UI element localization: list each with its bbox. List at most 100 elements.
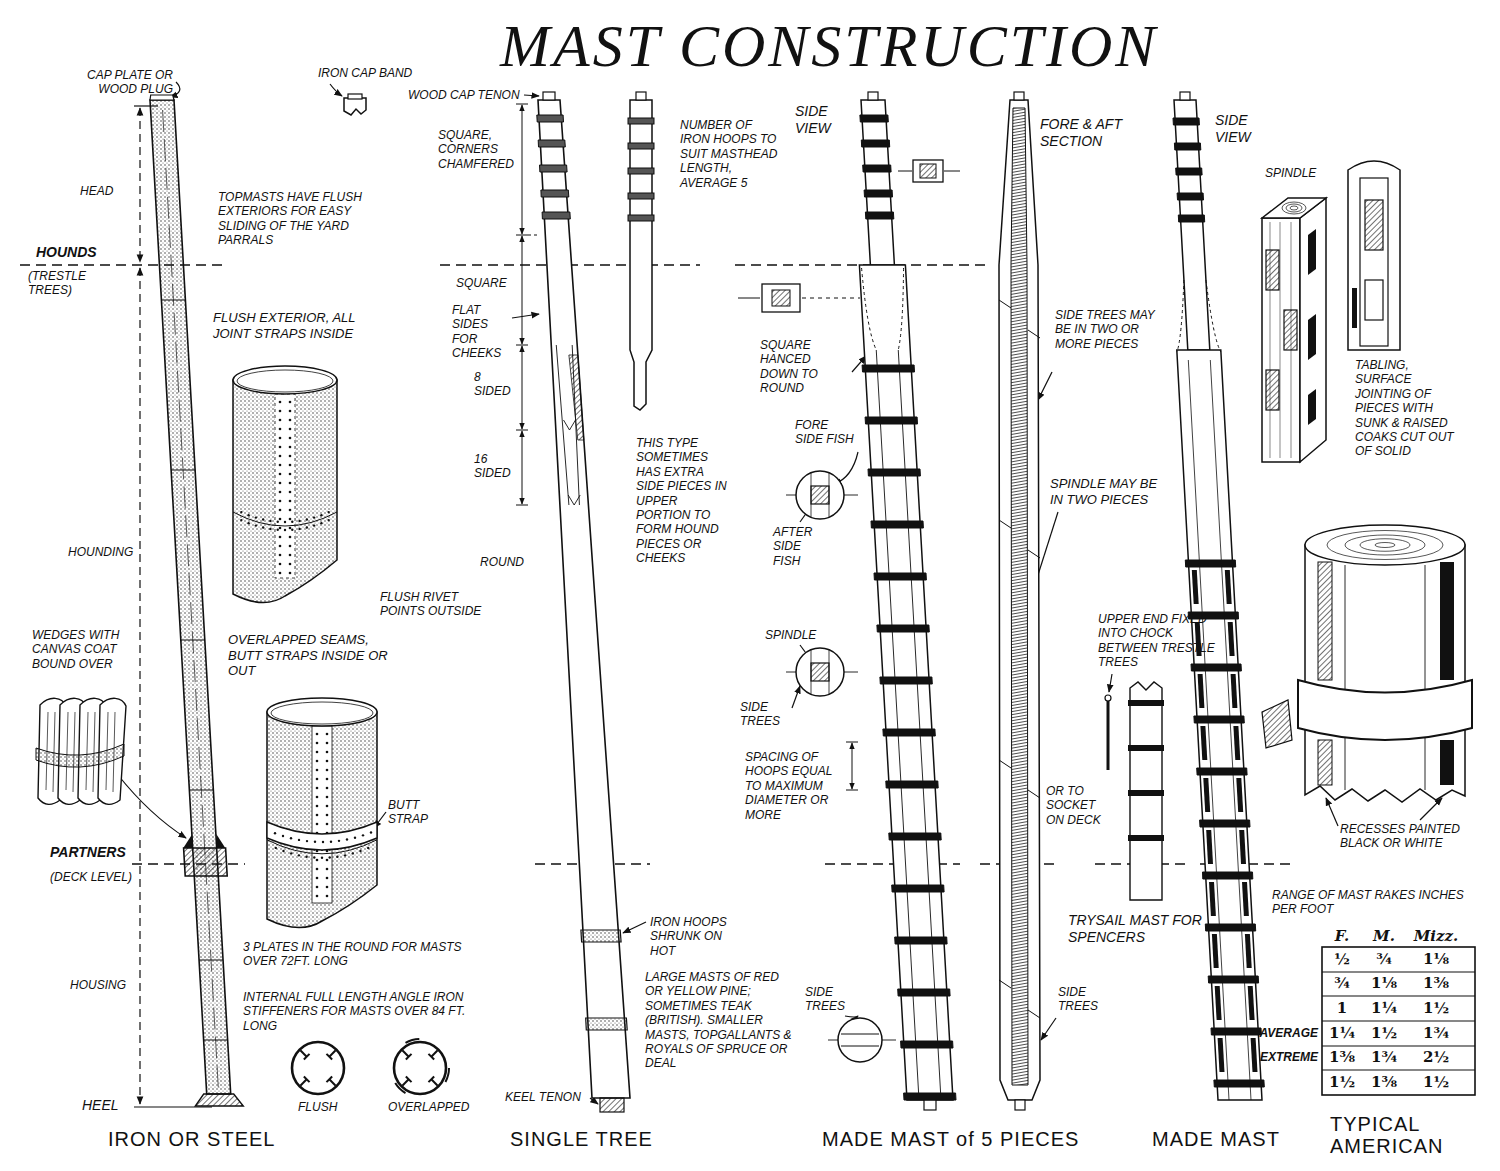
leader-line: [845, 1016, 858, 1017]
table-cell: 1: [1318, 999, 1366, 1017]
rivet: [320, 514, 322, 516]
rivet: [326, 787, 329, 790]
piece-joint: [1345, 565, 1346, 790]
iron-hoop: [628, 193, 654, 199]
rivet: [352, 852, 354, 854]
table-cell: 1½: [1412, 999, 1460, 1017]
angle-stiffener: [431, 1050, 437, 1056]
coak-recess: [1203, 778, 1210, 812]
iron-hoop: [1128, 835, 1164, 841]
part-label: FLUSH: [298, 1100, 337, 1114]
iron-hoop: [883, 729, 935, 736]
part-label: HOUNDS: [36, 244, 97, 261]
spindle-top: [1262, 198, 1326, 218]
rivet: [344, 854, 346, 856]
rivet: [282, 850, 284, 852]
angle-stiffener: [326, 1076, 332, 1082]
iron-hoop: [865, 212, 893, 219]
dimension-line: [139, 268, 140, 1104]
raised-coak: [1266, 250, 1279, 290]
section-heading: MADE MAST of 5 PIECES: [822, 1128, 1079, 1150]
rivet: [291, 529, 293, 531]
rivet: [359, 850, 361, 852]
plate-joint: [161, 300, 185, 301]
angle-stiffener: [326, 1054, 332, 1060]
recess-white: [1318, 562, 1332, 680]
flush-section: [292, 1042, 344, 1094]
mast-body: [1305, 545, 1465, 802]
section-circle: [796, 471, 844, 519]
fish-joint: [829, 473, 830, 517]
raised-coak: [1284, 310, 1297, 350]
facet-chevron: [564, 420, 576, 430]
angle-stiffener: [402, 1079, 408, 1085]
coak-recess: [1209, 882, 1216, 916]
part-label: UPPER END FIXED INTO CHOCK BETWEEN TREST…: [1098, 612, 1218, 670]
side-tree-joint: [898, 350, 941, 1100]
part-label: INTERNAL FULL LENGTH ANGLE IRON STIFFENE…: [243, 990, 483, 1033]
fish-joint: [829, 650, 830, 694]
part-label: TRYSAIL MAST FOR SPENCERS: [1068, 912, 1203, 946]
iron-hoop: [1214, 1080, 1264, 1087]
rivet: [313, 516, 315, 518]
coak-recess: [1231, 674, 1238, 708]
part-label: KEEL TENON: [505, 1090, 581, 1104]
rod-cap: [1105, 695, 1111, 701]
rivet: [289, 545, 292, 548]
rivet: [289, 527, 292, 530]
iron-hoop: [541, 190, 569, 197]
rivet: [279, 554, 282, 557]
part-label: CAP PLATE OR WOOD PLUG: [78, 68, 173, 97]
keel-tenon: [600, 1098, 624, 1112]
rivet: [289, 500, 292, 503]
scarf-joint: [999, 760, 1011, 768]
rivet: [330, 840, 332, 842]
table-rule: [1322, 1069, 1475, 1070]
rivet: [291, 521, 293, 523]
iron-hoop: [538, 140, 565, 147]
scarf-joint: [999, 980, 1011, 988]
rivet: [326, 823, 329, 826]
wedge: [183, 834, 192, 848]
plate-ring: [292, 1042, 344, 1094]
leader-lines: [118, 82, 1442, 1104]
dimension-line: [522, 236, 523, 344]
tabling-sketch: [1348, 161, 1400, 350]
rivet: [316, 787, 319, 790]
section-core: [920, 164, 936, 178]
coak-recess: [1206, 830, 1213, 864]
part-label: HOUNDING: [68, 545, 133, 559]
rivet: [298, 839, 300, 841]
rivet: [289, 437, 292, 440]
iron-hoop: [892, 885, 944, 892]
table-rule: [1322, 971, 1475, 972]
rivet: [240, 519, 242, 521]
rivet: [298, 520, 300, 522]
rivet: [362, 834, 364, 836]
cap-tenon: [868, 92, 878, 100]
iron-hoop: [889, 833, 941, 840]
plate-ring: [394, 1042, 446, 1094]
part-label: LARGE MASTS OF RED OR YELLOW PINE; SOMET…: [645, 970, 795, 1071]
recess-black: [1440, 740, 1454, 785]
coak-recess: [1242, 882, 1249, 916]
part-label: SPINDLE: [765, 628, 816, 642]
rivet: [279, 428, 282, 431]
iron-hoop: [861, 140, 889, 147]
rivet: [262, 526, 264, 528]
tree-ring: [1290, 206, 1298, 210]
iron-hoop: [895, 937, 947, 944]
piece-joint: [1425, 565, 1426, 790]
center-line: [738, 298, 760, 299]
iron-hoop: [863, 165, 891, 172]
made-mast-five: [738, 92, 960, 1110]
rivet: [279, 518, 282, 521]
part-label: RANGE OF MAST RAKES INCHES PER FOOT: [1272, 888, 1472, 917]
table-cell: 1⅜: [1360, 1073, 1408, 1091]
rivet: [279, 545, 282, 548]
angle-stiffener: [428, 1054, 434, 1060]
rivet: [247, 522, 249, 524]
partners-collar: [184, 848, 228, 876]
rivet: [247, 514, 249, 516]
